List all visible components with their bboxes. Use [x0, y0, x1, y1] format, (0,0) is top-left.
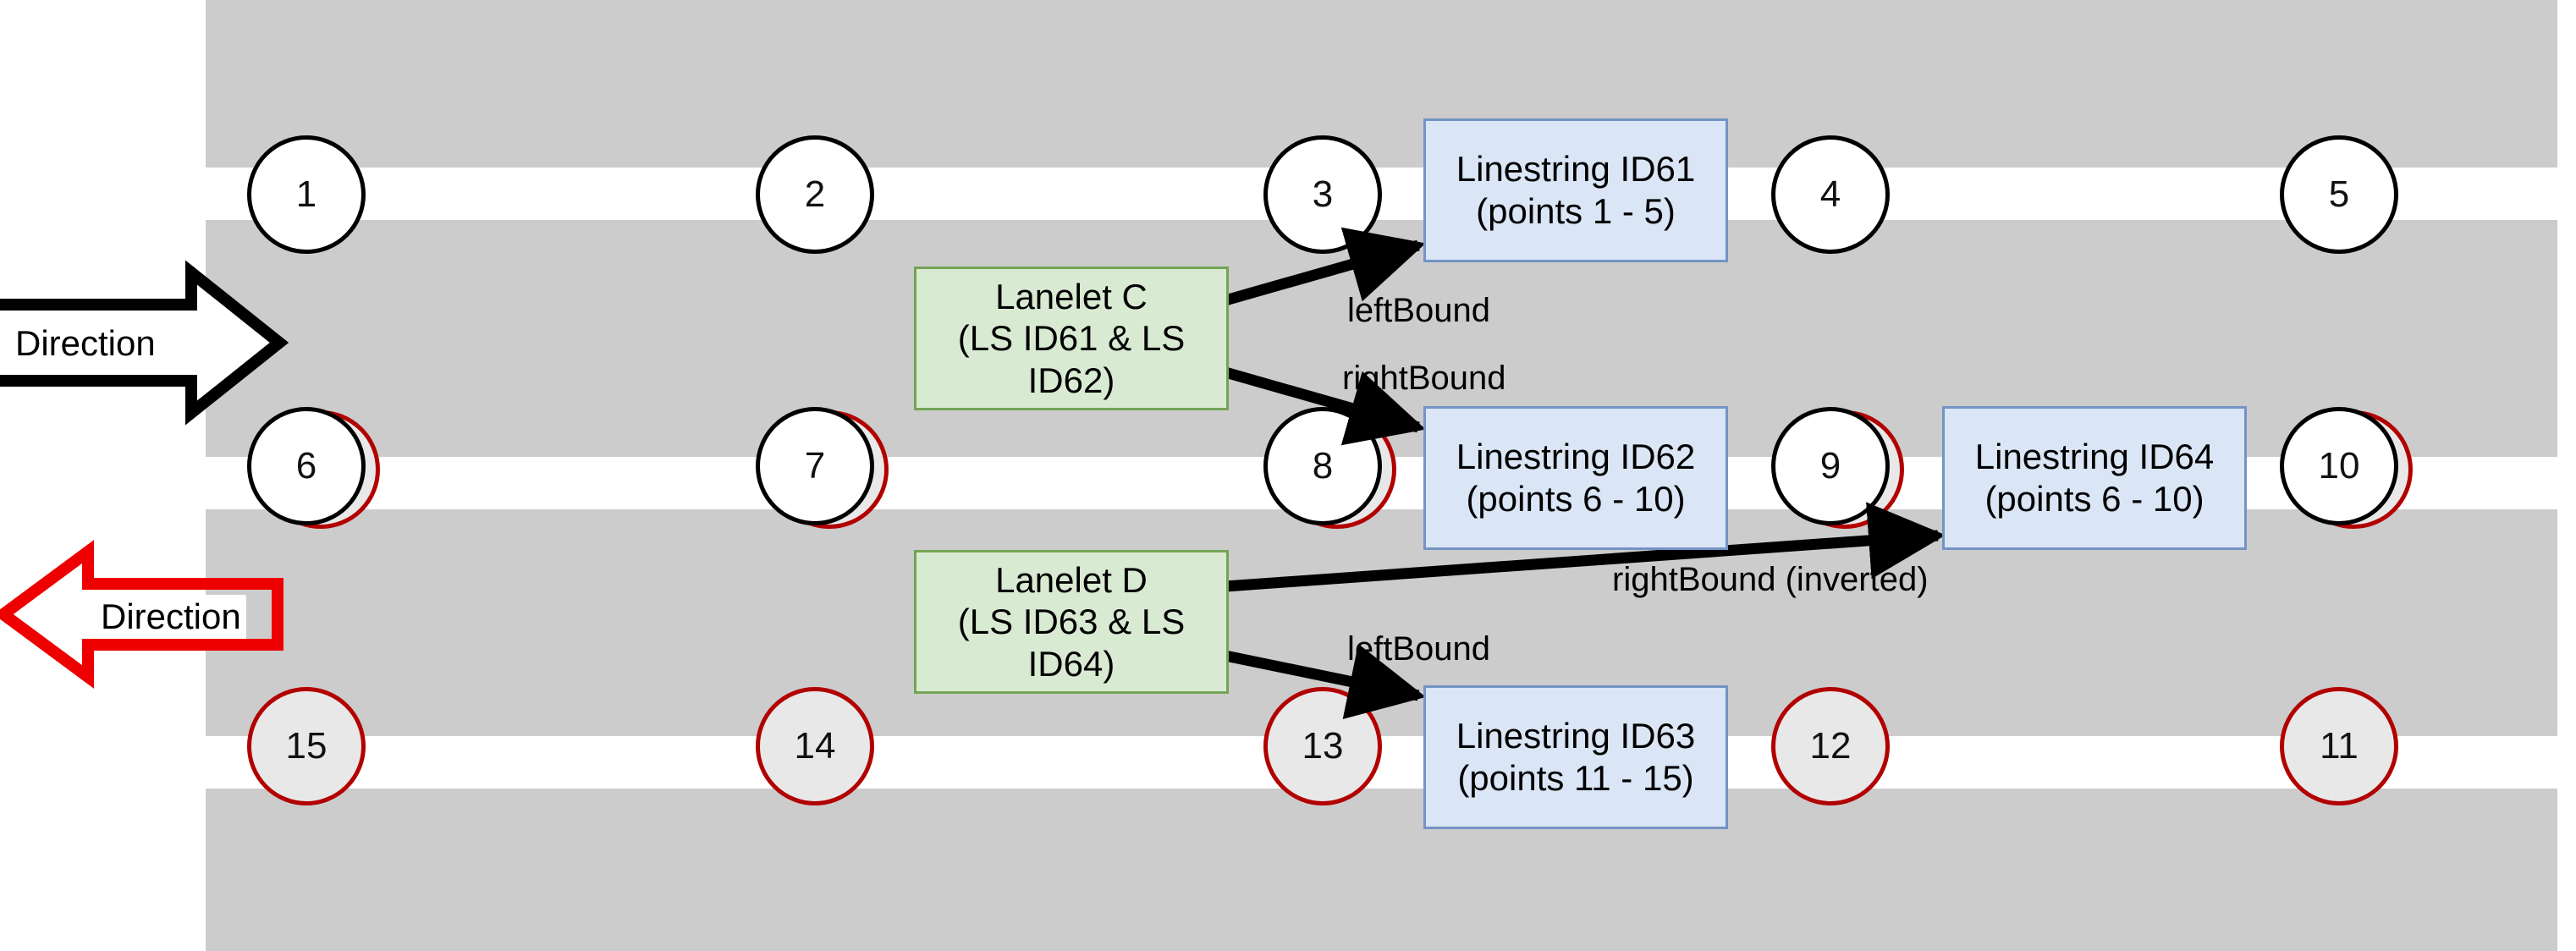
edge-label-d-leftbound: leftBound	[1347, 630, 1491, 668]
linestring-title: Linestring ID61	[1456, 149, 1696, 190]
point-node-11[interactable]: 11	[2280, 687, 2398, 805]
point-node-label: 6	[295, 445, 317, 486]
point-node-9[interactable]: 9	[1771, 407, 1890, 525]
point-node-1[interactable]: 1	[247, 135, 366, 254]
linestring-points: (points 1 - 5)	[1476, 191, 1676, 231]
lanelet-title: Lanelet D	[995, 559, 1148, 600]
point-node-label: 7	[804, 445, 826, 486]
point-node-15[interactable]: 15	[247, 687, 366, 805]
direction-label-forward: Direction	[15, 323, 156, 363]
edge-label-c-rightbound: rightBound	[1342, 360, 1506, 397]
linestring-title: Linestring ID63	[1456, 716, 1696, 756]
point-node-5[interactable]: 5	[2280, 135, 2398, 254]
direction-label-backward: Direction	[96, 595, 246, 639]
point-node-label: 2	[804, 173, 826, 215]
linestring-points: (points 11 - 15)	[1457, 758, 1694, 798]
lanelet-members-2: ID62)	[1027, 360, 1115, 400]
linestring-box-id61[interactable]: Linestring ID61 (points 1 - 5)	[1423, 118, 1728, 262]
point-node-2[interactable]: 2	[756, 135, 874, 254]
lanelet-box-d[interactable]: Lanelet D (LS ID63 & LS ID64)	[914, 550, 1229, 694]
linestring-points: (points 6 - 10)	[1466, 479, 1686, 519]
linestring-title: Linestring ID62	[1456, 437, 1696, 477]
point-node-label: 4	[1819, 173, 1841, 215]
lanelet-members-1: (LS ID61 & LS	[957, 318, 1186, 359]
point-node-10[interactable]: 10	[2280, 407, 2398, 525]
linestring-box-id63[interactable]: Linestring ID63 (points 11 - 15)	[1423, 685, 1728, 829]
point-node-label: 5	[2328, 173, 2350, 215]
linestring-box-id64[interactable]: Linestring ID64 (points 6 - 10)	[1942, 406, 2247, 550]
lanelet-members-1: (LS ID63 & LS	[957, 602, 1186, 642]
point-node-8[interactable]: 8	[1263, 407, 1382, 525]
linestring-points: (points 6 - 10)	[1984, 479, 2204, 519]
lanelet-members-2: ID64)	[1027, 643, 1115, 684]
point-node-label: 15	[285, 725, 328, 767]
point-node-label: 1	[295, 173, 317, 215]
lanelet-box-c[interactable]: Lanelet C (LS ID61 & LS ID62)	[914, 267, 1229, 410]
point-node-4[interactable]: 4	[1771, 135, 1890, 254]
edge-label-d-rightbound-inverted: rightBound (inverted)	[1612, 561, 1929, 598]
point-node-14[interactable]: 14	[756, 687, 874, 805]
point-node-label: 11	[2320, 725, 2359, 767]
linestring-box-id62[interactable]: Linestring ID62 (points 6 - 10)	[1423, 406, 1728, 550]
point-node-label: 14	[794, 725, 836, 767]
point-node-label: 13	[1302, 725, 1344, 767]
point-node-6[interactable]: 6	[247, 407, 366, 525]
point-node-12[interactable]: 12	[1771, 687, 1890, 805]
point-node-label: 3	[1312, 173, 1334, 215]
point-node-7[interactable]: 7	[756, 407, 874, 525]
point-node-label: 10	[2318, 445, 2360, 486]
linestring-title: Linestring ID64	[1974, 437, 2215, 477]
lanelet-title: Lanelet C	[995, 276, 1148, 316]
edge-label-c-leftbound: leftBound	[1347, 292, 1491, 329]
point-node-3[interactable]: 3	[1263, 135, 1382, 254]
point-node-label: 9	[1819, 445, 1841, 486]
point-node-label: 12	[1809, 725, 1852, 767]
point-node-label: 8	[1312, 445, 1334, 486]
point-node-13[interactable]: 13	[1263, 687, 1382, 805]
